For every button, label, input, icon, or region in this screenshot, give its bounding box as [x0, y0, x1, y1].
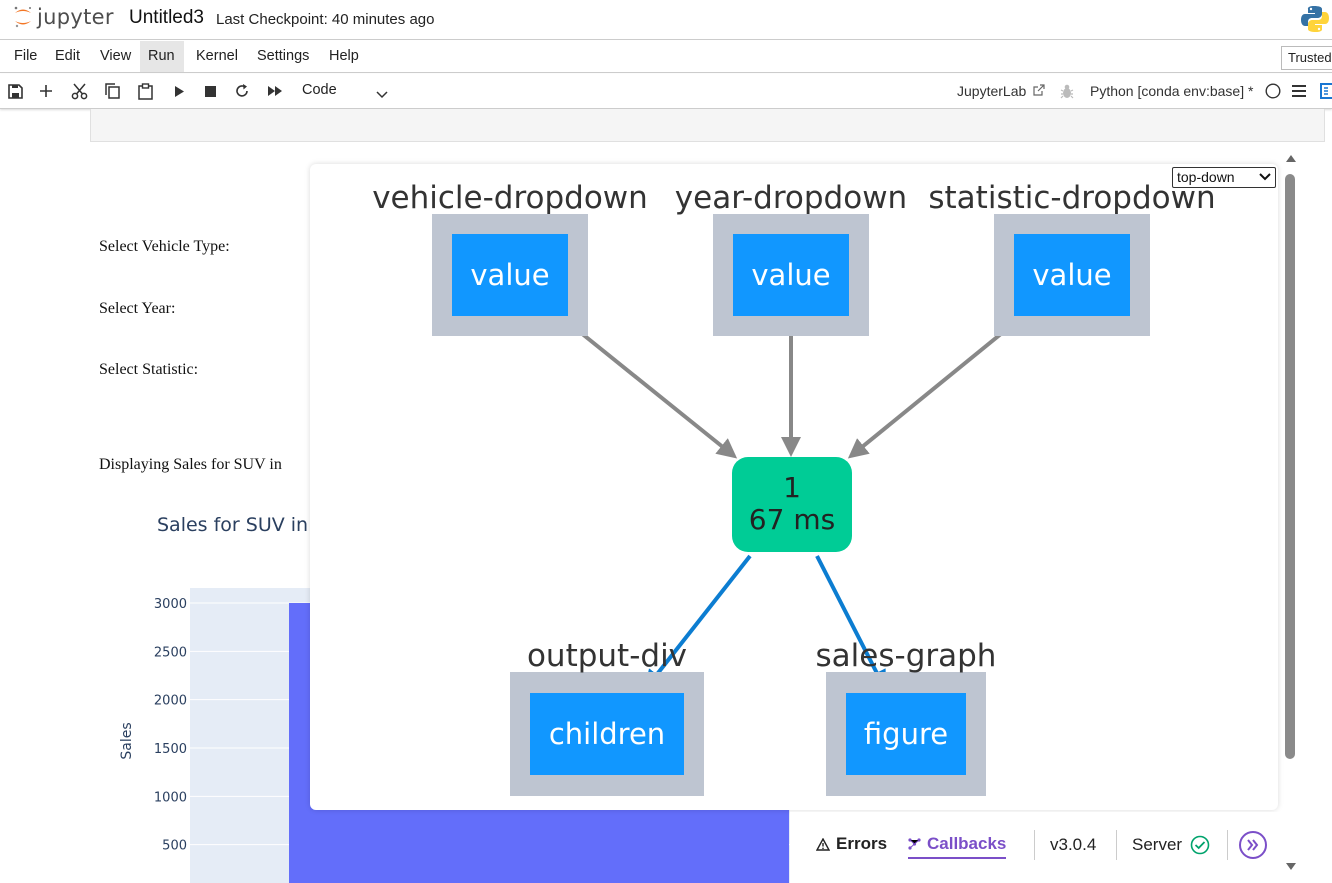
component-id-label: vehicle-dropdown	[372, 180, 648, 216]
fast-forward-icon[interactable]	[266, 82, 284, 100]
jupyterlab-link-label: JupyterLab	[957, 83, 1027, 99]
menu-run[interactable]: Run	[140, 41, 184, 72]
server-status[interactable]: Server	[1132, 835, 1210, 855]
dash-devtools-bar: Errors Callbacks v3.0.4 Server	[790, 812, 1280, 883]
chevron-right-double-icon	[1247, 839, 1259, 851]
callback-time: 67 ms	[749, 503, 835, 536]
previous-code-cell[interactable]	[90, 109, 1325, 142]
graph-layout-value: top-down	[1177, 169, 1235, 185]
property-node[interactable]	[846, 693, 966, 775]
jupyter-logo[interactable]: jupyter	[12, 5, 114, 29]
menu-edit[interactable]: Edit	[55, 48, 80, 64]
statistic-label: Select Statistic:	[99, 361, 199, 378]
callbacks-tab[interactable]: Callbacks	[908, 834, 1007, 859]
warning-icon	[816, 837, 830, 851]
divider	[1116, 830, 1117, 860]
component-id-label: year-dropdown	[675, 180, 907, 216]
menu-bar: File Edit View Run Kernel Settings Help …	[0, 41, 1332, 73]
property-node[interactable]	[452, 234, 568, 316]
menu-help[interactable]: Help	[329, 48, 359, 64]
y-tick-label: 2000	[154, 694, 187, 709]
devtools-collapse-button[interactable]	[1239, 831, 1267, 859]
run-icon[interactable]	[170, 82, 188, 100]
y-tick-label: 3000	[154, 597, 187, 612]
restart-icon[interactable]	[233, 82, 251, 100]
notebook-toolbar: Code JupyterLab Python [conda env:base] …	[0, 74, 1332, 109]
logo-text: jupyter	[37, 5, 114, 29]
callback-count: 1	[783, 471, 801, 504]
y-tick-label: 2500	[154, 645, 187, 660]
input-edge	[563, 318, 738, 459]
property-node[interactable]	[530, 693, 684, 775]
component-id-label: statistic-dropdown	[928, 180, 1215, 216]
external-link-icon	[1033, 84, 1045, 96]
chevron-down-icon[interactable]	[376, 86, 388, 104]
output-edge	[644, 554, 752, 691]
stop-icon[interactable]	[201, 82, 219, 100]
jupyterlab-link[interactable]: JupyterLab	[957, 83, 1045, 99]
add-cell-icon[interactable]	[37, 82, 55, 100]
graph-layout-select[interactable]: top-down	[1172, 167, 1276, 188]
output-div-text: Displaying Sales for SUV in	[99, 456, 282, 473]
top-bar: jupyter Untitled3 Last Checkpoint: 40 mi…	[0, 0, 1332, 40]
property-label: value	[1032, 258, 1111, 292]
kernel-name[interactable]: Python [conda env:base] *	[1090, 83, 1254, 99]
y-tick-label: 1500	[154, 742, 187, 757]
component-id-label: sales-graph	[816, 638, 997, 674]
callback-graph-icon	[908, 838, 921, 850]
scroll-up-arrow-icon[interactable]	[1285, 153, 1297, 163]
kernel-bug-icon[interactable]	[1058, 82, 1076, 100]
menu-settings[interactable]: Settings	[257, 48, 310, 64]
scroll-thumb[interactable]	[1285, 174, 1295, 759]
cell-type-select[interactable]: Code	[302, 82, 337, 98]
kernel-status-icon	[1264, 82, 1282, 100]
property-node[interactable]	[733, 234, 849, 316]
copy-icon[interactable]	[103, 82, 121, 100]
component-id-label: output-div	[527, 638, 687, 674]
cut-icon[interactable]	[70, 82, 88, 100]
server-label: Server	[1132, 835, 1183, 854]
errors-label: Errors	[836, 834, 888, 853]
python-logo-icon	[1300, 4, 1330, 39]
property-label: figure	[864, 717, 948, 751]
check-circle-icon	[1190, 835, 1210, 855]
trusted-indicator[interactable]: Trusted	[1281, 46, 1332, 70]
divider	[1034, 830, 1035, 860]
checkpoint-status: Last Checkpoint: 40 minutes ago	[216, 11, 435, 28]
property-label: value	[470, 258, 549, 292]
y-axis-label: Sales	[119, 722, 135, 759]
chart-title: Sales for SUV in	[157, 514, 309, 536]
output-edge	[815, 555, 886, 691]
callbacks-label: Callbacks	[927, 834, 1007, 853]
notebook-title[interactable]: Untitled3	[129, 7, 204, 28]
menu-lines-icon[interactable]	[1290, 82, 1308, 100]
property-label: value	[751, 258, 830, 292]
y-tick-label: 1000	[154, 790, 187, 805]
year-label: Select Year:	[99, 300, 176, 317]
menu-file[interactable]: File	[14, 48, 38, 64]
page-scrollbar[interactable]	[1282, 150, 1298, 880]
vehicle-type-label: Select Vehicle Type:	[99, 238, 230, 255]
property-label: children	[549, 717, 665, 751]
menu-kernel[interactable]: Kernel	[196, 48, 238, 64]
jupyter-logo-icon	[14, 6, 31, 28]
divider	[1227, 830, 1228, 860]
menu-view[interactable]: View	[100, 48, 132, 64]
property-node[interactable]	[1014, 234, 1130, 316]
dash-version: v3.0.4	[1050, 835, 1097, 854]
scroll-down-arrow-icon[interactable]	[1285, 862, 1297, 872]
errors-tab[interactable]: Errors	[816, 834, 887, 854]
paste-icon[interactable]	[136, 82, 154, 100]
save-icon[interactable]	[6, 82, 24, 100]
sidebar-toggle-icon[interactable]	[1318, 82, 1332, 100]
y-tick-label: 500	[162, 839, 187, 854]
callback-graph-panel: vehicle-dropdown value year-dropdown value s…	[310, 164, 1278, 810]
chevron-down-icon	[1259, 173, 1271, 181]
input-edge	[847, 318, 1020, 459]
callback-node[interactable]	[732, 457, 852, 552]
